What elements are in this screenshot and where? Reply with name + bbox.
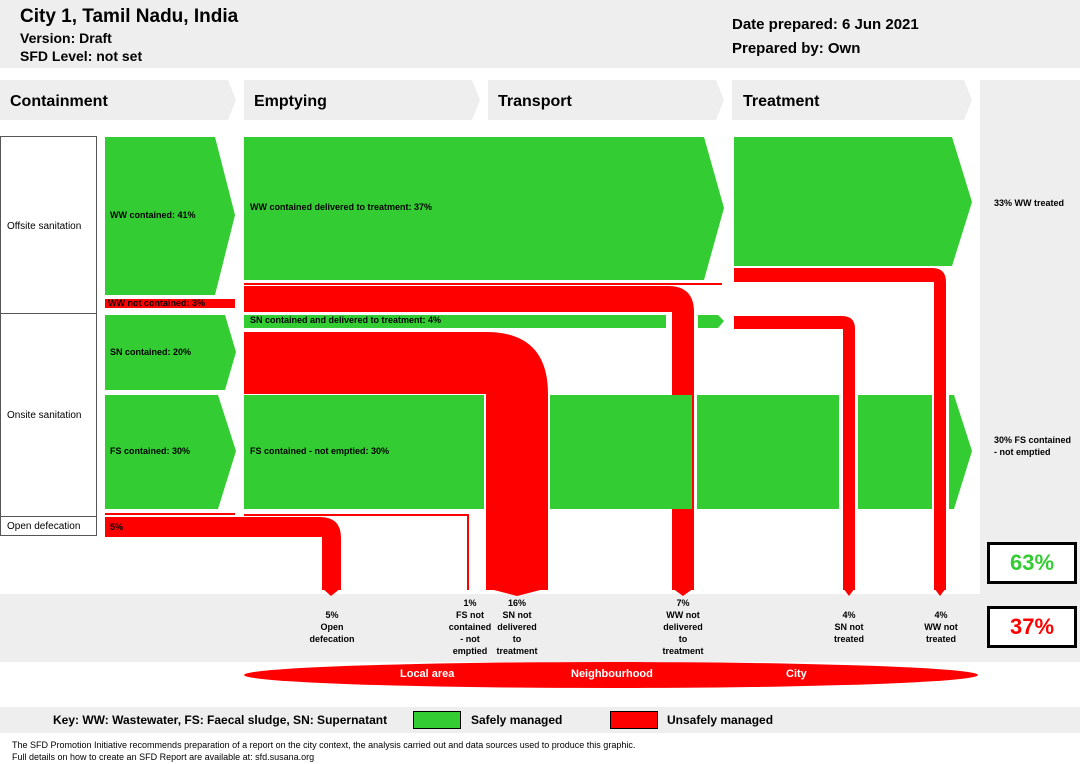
label-fs-contained: FS contained: 30% [110, 446, 191, 456]
label-open-defecation: 5% [110, 522, 124, 532]
row-open-defecation: Open defecation [0, 516, 97, 536]
stage-emptying: Emptying [254, 93, 327, 110]
stage-chevron-treatment [732, 80, 972, 120]
safe-total: 63% [987, 542, 1077, 584]
row-open-label: Open defecation [7, 521, 81, 532]
label-ww-delivered: WW contained delivered to treatment: 37% [250, 202, 433, 212]
flow-ww-contained [105, 137, 235, 295]
row-offsite: Offsite sanitation [0, 136, 97, 315]
key-safe-label: Safely managed [471, 713, 563, 727]
page-title: City 1, Tamil Nadu, India [20, 6, 239, 27]
flow-fs-contained [105, 395, 236, 509]
flow-fs-not-emptied [244, 395, 484, 509]
key-text: Key: WW: Wastewater, FS: Faecal sludge, … [53, 713, 388, 727]
footer-line-2: Full details on how to create an SFD Rep… [12, 752, 315, 762]
flow-open-defecation [105, 517, 341, 590]
row-onsite: Onsite sanitation [0, 313, 97, 518]
sfd-level-text: SFD Level: not set [20, 48, 143, 64]
stage-treatment: Treatment [743, 93, 820, 110]
flow-ww-treatment [734, 137, 972, 266]
label-sn-contained: SN contained: 20% [110, 347, 192, 357]
stage-chevron-containment [0, 80, 236, 120]
flow-ww-delivered [244, 137, 724, 280]
outcome-band [0, 594, 1080, 662]
unsafe-total: 37% [987, 606, 1077, 648]
flow-ww-not-contained [105, 299, 235, 308]
right-column [980, 80, 1080, 594]
date-prepared: Date prepared: 6 Jun 2021 [732, 16, 919, 33]
label-sn-delivered: SN contained and delivered to treatment:… [250, 315, 442, 325]
stage-transport: Transport [498, 93, 572, 110]
area-city: City [786, 668, 807, 680]
header-band [0, 0, 1080, 68]
sfd-diagram [0, 80, 978, 688]
key-unsafe-swatch [610, 711, 658, 729]
stage-containment: Containment [10, 93, 108, 110]
row-onsite-label: Onsite sanitation [7, 410, 82, 421]
key-unsafe-label: Unsafely managed [667, 713, 774, 727]
row-offsite-label: Offsite sanitation [7, 221, 82, 232]
key-safe-swatch [413, 711, 461, 729]
prepared-by: Prepared by: Own [732, 40, 861, 57]
area-neighbourhood: Neighbourhood [571, 668, 653, 680]
version-text: Version: Draft [20, 30, 112, 46]
stage-chevron-transport [488, 80, 724, 120]
label-ww-not-contained: WW not contained: 3% [108, 298, 205, 308]
note-fs-not-emptied: 30% FS contained - not emptied [994, 435, 1072, 457]
flow-sn-contained [105, 315, 236, 390]
flow-sn-not-delivered [244, 332, 548, 590]
note-ww-treated: 33% WW treated [994, 198, 1065, 208]
flow-sn-delivered [244, 315, 666, 328]
label-ww-contained: WW contained: 41% [110, 210, 196, 220]
area-ellipse [244, 662, 978, 688]
area-local: Local area [400, 668, 455, 680]
footer-line-1: The SFD Promotion Initiative recommends … [12, 740, 636, 750]
label-fs-not-emptied: FS contained - not emptied: 30% [250, 446, 390, 456]
key-band [0, 707, 1080, 733]
stage-chevron-emptying [244, 80, 480, 120]
